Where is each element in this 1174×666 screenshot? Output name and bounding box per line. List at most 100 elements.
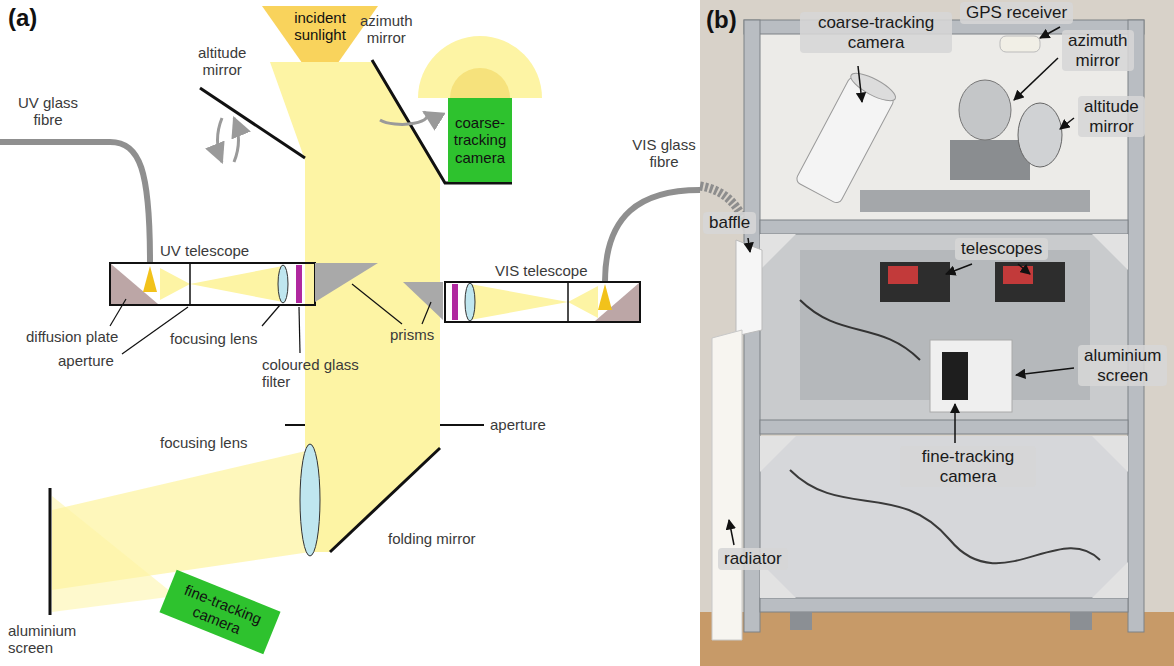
leader-line [299, 307, 300, 353]
photo-sketch [700, 0, 1174, 666]
mirror-platform [860, 190, 1090, 212]
telescope-tag [888, 266, 918, 284]
leader-arrow [1040, 27, 1060, 38]
callout-box: azimuth mirror [1062, 30, 1134, 71]
node-text: coarse-tracking camera [450, 114, 510, 166]
node-text: incident sunlight [284, 9, 356, 44]
baffle-plate [736, 240, 762, 336]
aperture-edge [440, 424, 484, 426]
part-label: focusing lens [160, 434, 248, 451]
glass-fibre [0, 142, 150, 262]
part-label: prisms [390, 326, 434, 343]
part-label: VIS glass fibre [628, 136, 700, 171]
coarse-camera-tube [795, 68, 899, 204]
leader-arrow [1016, 368, 1074, 375]
panel-letter: (a) [8, 4, 37, 32]
lower-bay [760, 436, 1128, 598]
callout-box: altitude mirror [1078, 96, 1145, 137]
screen-box [930, 340, 1012, 412]
gusset [1092, 562, 1128, 598]
callout-box: radiator [718, 548, 788, 570]
tilt-arrow [234, 118, 239, 162]
part-label: altitude mirror [198, 44, 246, 79]
gps-antenna [1000, 36, 1040, 52]
part-label: aluminium screen [8, 622, 76, 657]
frame-shelf [760, 220, 1128, 234]
part-label: VIS telescope [495, 262, 588, 279]
tilt-arrow [218, 118, 223, 162]
lens [465, 283, 475, 321]
leader-line [352, 284, 402, 324]
part-label: UV glass fibre [8, 94, 88, 129]
leader-line [422, 302, 431, 324]
node-text: aluminium screen [1084, 346, 1161, 385]
frame-shelf [760, 598, 1128, 612]
mirror-disc [959, 80, 1011, 140]
telescope-beam [470, 284, 568, 320]
node-text: azimuth mirror [1068, 31, 1128, 70]
telescope-tube [110, 263, 315, 305]
leader-line [110, 299, 126, 326]
diffusion-plate [595, 283, 639, 321]
callout-box: baffle [703, 212, 756, 234]
fibre-cone [598, 284, 612, 310]
glass-filter [452, 284, 458, 320]
leader-arrow [1018, 264, 1030, 274]
gusset [760, 234, 796, 270]
node-text: fine-tracking camera [906, 447, 1030, 486]
leader-arrow [954, 404, 956, 443]
table-top [700, 612, 1174, 666]
callout-box: aluminium screen [1078, 345, 1167, 386]
part-label: aperture [490, 416, 546, 433]
leader-arrow [946, 264, 972, 274]
telescope-tube [445, 282, 640, 322]
camera-opening [847, 68, 899, 106]
fibre-cone [143, 266, 157, 292]
part-label: aperture [58, 352, 114, 369]
schematic [0, 36, 700, 615]
telescope-tag [1003, 266, 1033, 284]
callout-box: coarse-tracking camera [800, 12, 952, 53]
screen [49, 488, 52, 615]
camera-view-dome [418, 36, 542, 98]
azimuth-mirror [372, 60, 512, 183]
node-text: altitude mirror [1084, 97, 1139, 136]
node-text: baffle [709, 213, 750, 233]
node-text: coarse-tracking camera [806, 13, 946, 52]
back-plate [800, 250, 1090, 400]
cable [800, 300, 920, 360]
aperture-stop [189, 264, 191, 304]
photo-background [700, 0, 1174, 666]
part-label: focusing lens [170, 330, 258, 347]
panel-letter: (b) [706, 6, 737, 34]
part-label: coloured glass filter [262, 356, 370, 391]
telescope-beam [160, 268, 190, 300]
lens [278, 265, 288, 303]
telescope-beam [568, 286, 598, 318]
camera-body [942, 352, 968, 400]
part-label: UV telescope [160, 242, 249, 259]
callout-box: GPS receiver [960, 2, 1073, 24]
part-label: diffusion plate [26, 328, 118, 345]
leader-arrow [858, 66, 862, 102]
rotation-arrow [380, 112, 427, 124]
leader-arrow [1060, 118, 1074, 129]
node-text: radiator [724, 549, 782, 569]
lens [300, 444, 320, 556]
frame-foot [1070, 612, 1092, 630]
mirror-disc [1018, 103, 1062, 167]
callout-box: telescopes [955, 238, 1048, 260]
telescope-beam [190, 266, 283, 302]
leader-arrow [748, 238, 750, 252]
gusset [760, 436, 796, 472]
frame-foot [790, 612, 812, 630]
camera-view-core [450, 68, 510, 98]
frame-shelf [760, 420, 1128, 434]
middle-bay [760, 234, 1128, 420]
callout-box: fine-tracking camera [900, 446, 1036, 487]
radiator-plate [712, 330, 742, 640]
camera-box: fine-tracking camera [159, 570, 280, 655]
glass-fibre [605, 190, 700, 282]
part-label: azimuth mirror [360, 12, 413, 47]
prism [403, 282, 443, 320]
